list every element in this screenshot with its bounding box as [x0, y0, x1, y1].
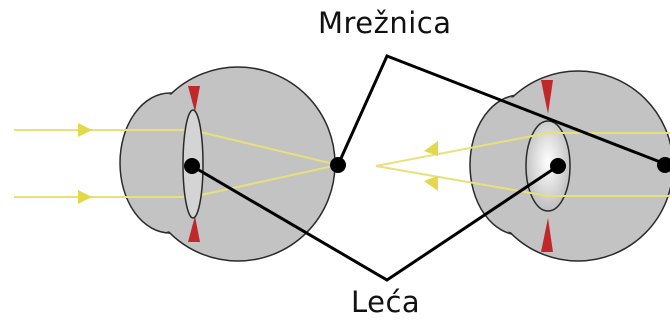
left-ray-arrow-top: [78, 123, 92, 137]
right-ray-arrow-top: [424, 141, 438, 156]
right-retina-dot: [657, 157, 670, 173]
retina-label: Mrežnica: [318, 6, 452, 40]
right-ray-arrow-bottom: [424, 176, 438, 191]
retina-pointer-line: [336, 54, 669, 167]
right-lens-dot: [550, 158, 566, 174]
pointer-lines: [184, 54, 670, 282]
left-eye: [14, 66, 339, 262]
right-eye: [375, 70, 670, 262]
lens-label: Leća: [351, 285, 421, 319]
right-iris-bottom: [541, 218, 553, 252]
left-lens-dot: [184, 158, 200, 174]
left-light-ray-bottom-converge: [191, 164, 339, 198]
lens-pointer-line: [191, 164, 559, 282]
left-ray-arrow-bottom: [78, 190, 92, 204]
right-lens: [525, 120, 571, 212]
right-iris-top: [541, 80, 553, 114]
left-iris-top: [188, 86, 200, 112]
left-light-ray-top-converge: [191, 129, 339, 166]
right-light-ray-top-out: [375, 132, 549, 167]
left-iris-bottom: [188, 216, 200, 242]
left-retina-dot: [330, 157, 346, 173]
